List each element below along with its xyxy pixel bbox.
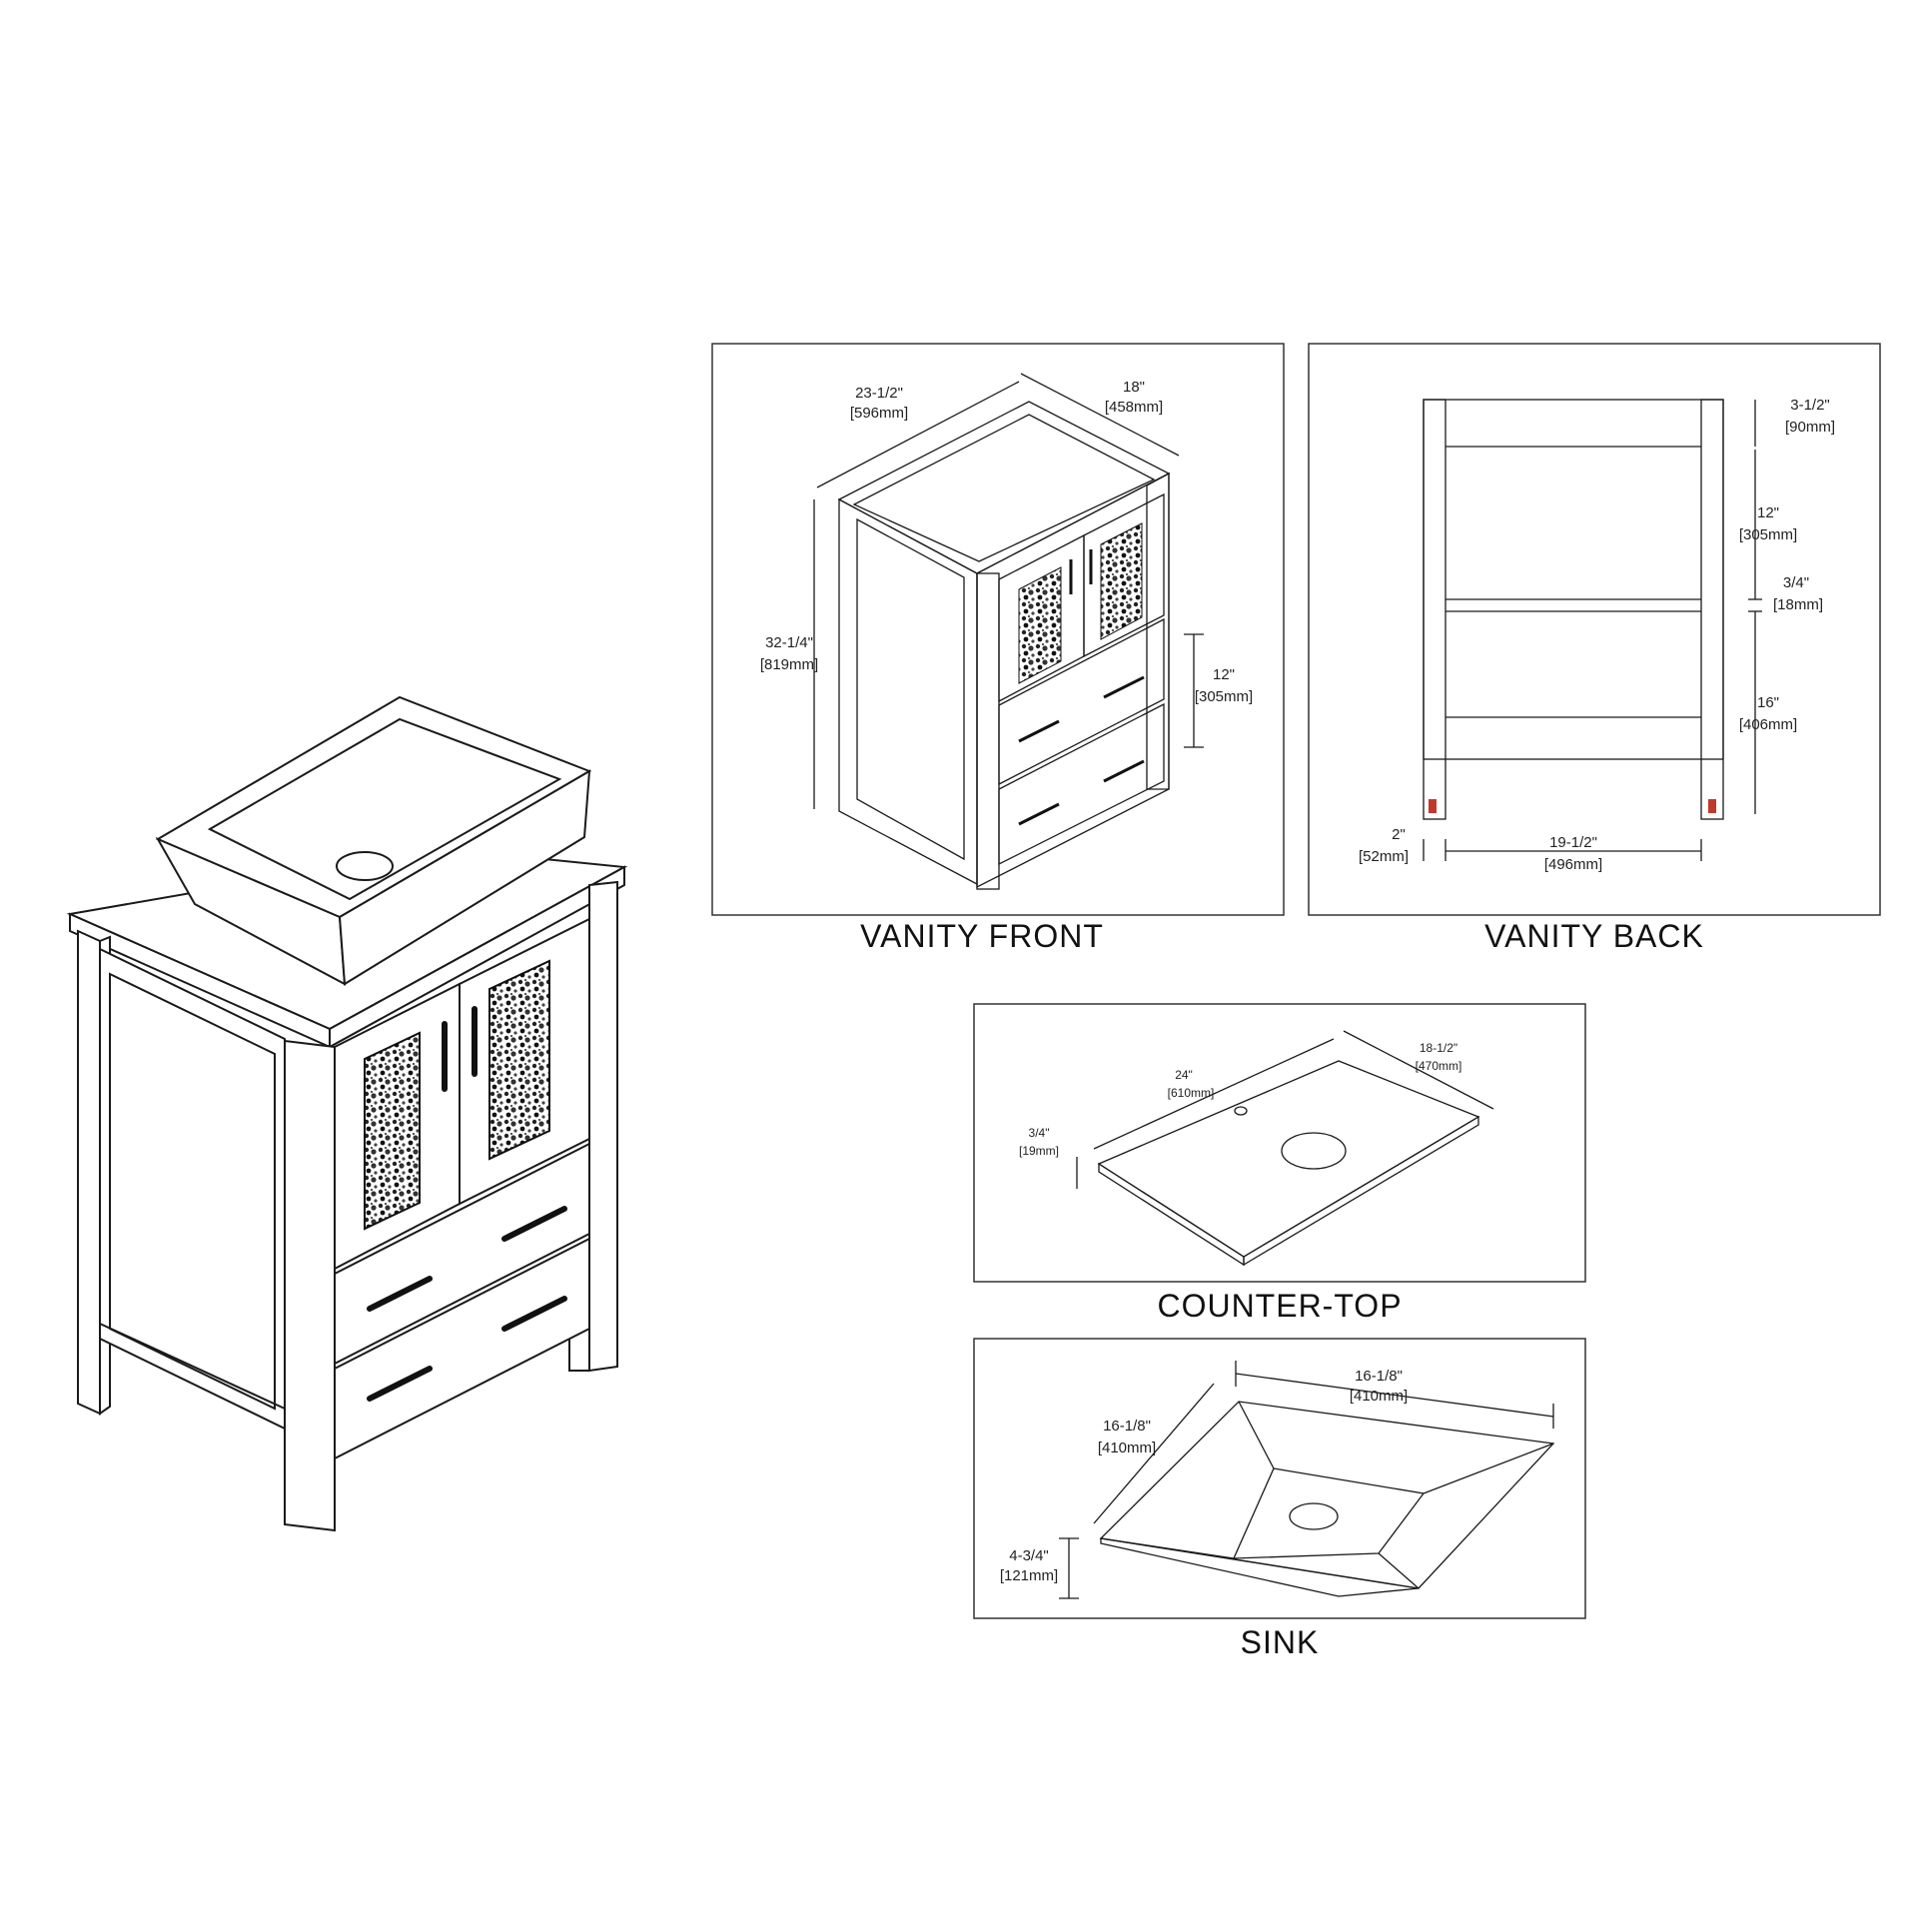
countertop-sink-cutout-icon	[1281, 1132, 1347, 1170]
caption-vanity-front: VANITY FRONT	[860, 918, 1104, 954]
sink-drawing	[1059, 1361, 1555, 1599]
countertop-thick-mm-label: [19mm]	[1019, 1144, 1059, 1158]
back-shelf-label: 3/4"	[1783, 574, 1809, 591]
front-door-mm-label: [305mm]	[1195, 688, 1253, 705]
countertop-thick-label: 3/4"	[1029, 1126, 1050, 1140]
back-shelf-mm-label: [18mm]	[1773, 596, 1823, 613]
back-leg-label: 2"	[1392, 826, 1406, 843]
sink-depth-mm-label: [410mm]	[1098, 1440, 1156, 1456]
back-top-mm-label: [90mm]	[1785, 419, 1835, 436]
back-inner-mm-label: [496mm]	[1544, 856, 1602, 873]
front-depth-mm-label: [458mm]	[1105, 399, 1163, 416]
countertop-depth-label: 18-1/2"	[1420, 1041, 1457, 1055]
sink-height-mm-label: [121mm]	[1000, 1567, 1058, 1584]
sink-width-mm-label: [410mm]	[1350, 1388, 1408, 1405]
front-depth-label: 18"	[1123, 379, 1145, 396]
countertop-width-mm-label: [610mm]	[1168, 1086, 1215, 1100]
countertop-width-label: 24"	[1175, 1068, 1193, 1082]
caption-vanity-back: VANITY BACK	[1484, 918, 1704, 954]
countertop-drawing	[1076, 1030, 1494, 1267]
sink-height-label: 4-3/4"	[1009, 1547, 1049, 1564]
vanity-front-frame	[711, 343, 1285, 916]
sink-frame	[973, 1338, 1586, 1619]
caption-countertop: COUNTER-TOP	[1157, 1288, 1402, 1324]
back-lower-label: 16"	[1757, 694, 1779, 711]
caption-sink: SINK	[1241, 1624, 1320, 1660]
back-top-label: 3-1/2"	[1790, 397, 1830, 414]
vanity-back-drawing	[1423, 399, 1762, 861]
front-width-label: 23-1/2"	[855, 385, 903, 402]
vanity-front-drawing	[813, 373, 1204, 890]
main-vanity-illustration	[66, 695, 628, 1532]
back-upper-label: 12"	[1757, 504, 1779, 521]
sink-drain-icon	[1289, 1502, 1339, 1530]
vanity-back-frame	[1308, 343, 1881, 916]
back-inner-label: 19-1/2"	[1549, 834, 1597, 851]
front-height-mm-label: [819mm]	[760, 656, 818, 673]
back-upper-mm-label: [305mm]	[1739, 526, 1797, 543]
front-door-label: 12"	[1213, 666, 1235, 683]
front-width-mm-label: [596mm]	[850, 405, 908, 422]
back-lower-mm-label: [406mm]	[1739, 716, 1797, 733]
back-leg-mm-label: [52mm]	[1359, 848, 1409, 865]
sink-width-label: 16-1/8"	[1355, 1368, 1403, 1385]
sink-depth-label: 16-1/8"	[1103, 1418, 1151, 1435]
countertop-depth-mm-label: [470mm]	[1416, 1059, 1462, 1073]
sink-drain-icon	[336, 851, 394, 881]
faucet-hole-icon	[1234, 1106, 1248, 1116]
countertop-frame	[973, 1003, 1586, 1283]
front-height-label: 32-1/4"	[765, 634, 813, 651]
